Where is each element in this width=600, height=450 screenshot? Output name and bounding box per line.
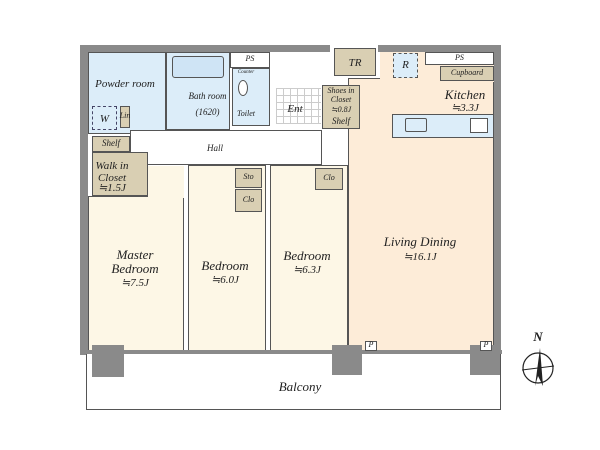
walk-in-closet-label: Walk in Closet [95,160,129,185]
bedroom-3 [270,165,348,352]
bedroom-2-label: Bedroom [201,258,249,273]
ps-label: PS [245,54,255,63]
linen-closet [120,106,130,128]
bath-size: (1620) [195,107,220,117]
entrance-label: Ent [287,103,303,115]
refrigerator-label: R [402,59,409,71]
shoes-closet-size: ≒0.8J [330,105,352,114]
clo1-label: Clo [242,195,255,204]
pipe-p2 [480,341,492,351]
shoes-closet-label: Shoes in Closet [327,86,355,104]
walk-in-closet [92,152,148,196]
pillar-middle [332,345,362,375]
bedroom-3-label: Bedroom [283,248,331,263]
linen-label: Lin [119,111,131,120]
kitchen-pipe-space [425,52,494,65]
cupboard [440,66,494,81]
trunk-room [334,48,376,76]
master-bedroom-size: ≒7.5J [121,277,149,289]
kitchen-ps-label: PS [455,53,464,62]
kitchen-label: Kitchen [444,87,486,102]
sink-icon [405,118,427,132]
compass-arrow-icon [521,348,555,386]
master-bedroom-upper [148,166,184,198]
wic-shelf [92,136,130,152]
p2-label: P [483,340,489,349]
stove-icon [470,118,488,133]
wall-bottom [84,350,502,354]
powder-room-label: Powder room [95,78,155,90]
clo2-label: Clo [323,173,335,182]
bedroom-3-size: ≒6.3J [293,264,321,276]
north-label: N [533,329,543,344]
wall-top-left [80,45,330,52]
north-compass: N [516,329,560,388]
living-dining-label: Living Dining [383,234,457,249]
storage [235,168,262,188]
counter-label: Counter [237,70,255,75]
wall-left [80,45,88,355]
living-dining-size: ≒16.1J [403,251,437,263]
hall [130,130,322,165]
toilet-bowl-icon [238,80,248,96]
balcony [86,352,501,410]
balcony-label: Balcony [278,379,322,394]
pipe-p1 [365,341,377,351]
washer-space [92,106,117,130]
closet-2 [315,168,343,190]
wall-top-right [378,45,500,52]
bath-room-label: Bath room [188,91,227,101]
shoes-shelf-label: Shelf [332,116,350,126]
bedroom-2-size: ≒6.0J [211,274,239,286]
refrigerator [393,53,418,78]
hall-label: Hall [206,143,223,153]
master-bedroom-label: Master Bedroom [111,247,159,277]
bathtub [172,56,224,78]
p1-label: P [368,340,374,349]
toilet-label: Toilet [237,109,255,118]
cupboard-label: Cupboard [450,68,484,77]
entrance-floor [276,88,321,124]
washer-label: W [99,113,110,125]
sto-label: Sto [243,172,254,181]
pillar-left [92,345,124,377]
walk-in-closet-size: ≒1.5J [98,182,126,194]
closet-1 [235,189,262,212]
toilet [232,68,270,126]
wic-shelf-label: Shelf [102,138,120,148]
wall-right [494,45,501,355]
kitchen-size: ≒3.3J [451,102,479,114]
shoes-closet [322,85,360,129]
pipe-space [230,52,270,68]
master-bedroom [88,196,184,352]
tr-label: TR [348,57,362,69]
